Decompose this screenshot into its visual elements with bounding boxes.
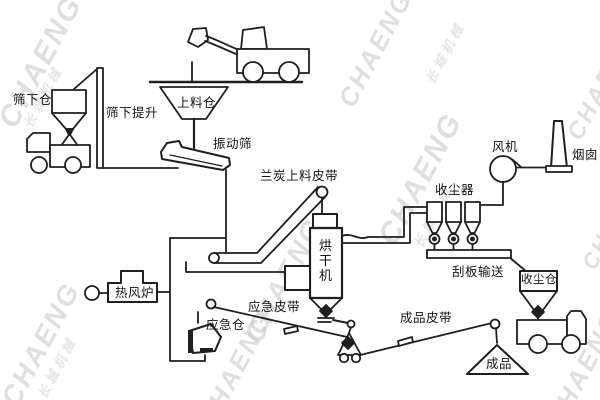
label-dust-bin: 收尘仓 xyxy=(521,274,557,286)
wheel-icon xyxy=(278,61,300,83)
label-fan: 风机 xyxy=(492,140,519,154)
emergency-bin-unit xyxy=(188,311,222,354)
wheel-icon xyxy=(528,334,548,354)
dryer-firebox xyxy=(284,265,311,291)
label-chimney: 烟囱 xyxy=(572,148,599,162)
label-feed-bin: 上料仓 xyxy=(177,96,217,110)
wheel-loader xyxy=(187,26,310,83)
dust-bin-unit xyxy=(519,270,558,324)
truck-right xyxy=(516,310,587,354)
fan-unit xyxy=(489,155,522,183)
label-sift-bin: 筛下仓 xyxy=(13,93,53,107)
pipe-lines xyxy=(98,166,549,362)
chimney-unit xyxy=(545,120,573,173)
dust-collector-unit xyxy=(426,201,512,259)
label-vibrating-screen: 振动筛 xyxy=(213,137,253,151)
emergency-belt-conveyor xyxy=(205,298,348,338)
hot-air-furnace-unit xyxy=(84,270,158,303)
transfer-trestle xyxy=(337,332,362,364)
wheel-icon xyxy=(64,156,82,174)
wheel-icon xyxy=(561,334,581,354)
pulley-icon xyxy=(208,252,220,264)
wheel-icon xyxy=(242,61,264,83)
label-coal-feed-belt: 兰炭上料皮带 xyxy=(260,169,339,183)
loading-platform xyxy=(148,61,304,84)
product-belt-conveyor xyxy=(351,318,501,358)
label-dryer: 烘干机 xyxy=(319,238,333,283)
label-hot-air-furnace: 热风炉 xyxy=(115,286,155,300)
exhaust-duct xyxy=(341,206,428,244)
scraper-conveyor-bar xyxy=(426,249,512,259)
sift-bin-unit xyxy=(51,67,104,169)
wheel-icon xyxy=(30,156,48,174)
feed-hopper xyxy=(159,86,229,150)
coal-feed-belt-conveyor xyxy=(208,185,329,264)
truck-left xyxy=(26,132,91,174)
pulley-icon xyxy=(489,318,501,330)
product-pile xyxy=(466,344,529,375)
vibrating-screen-unit xyxy=(160,140,231,171)
label-scraper-conveyor: 刮板输送 xyxy=(452,265,505,279)
label-emergency-bin: 应急仓 xyxy=(206,318,246,332)
pulley-icon xyxy=(205,298,217,310)
dryer-unit xyxy=(284,213,356,337)
pulley-icon xyxy=(315,185,329,199)
label-dust-collector: 收尘器 xyxy=(435,183,475,197)
bucket-elevator xyxy=(96,67,104,169)
label-sift-lift: 筛下提升 xyxy=(106,106,159,120)
label-product-belt: 成品皮带 xyxy=(400,311,453,325)
label-emergency-belt: 应急皮带 xyxy=(248,300,301,314)
label-product: 成品 xyxy=(486,357,513,371)
